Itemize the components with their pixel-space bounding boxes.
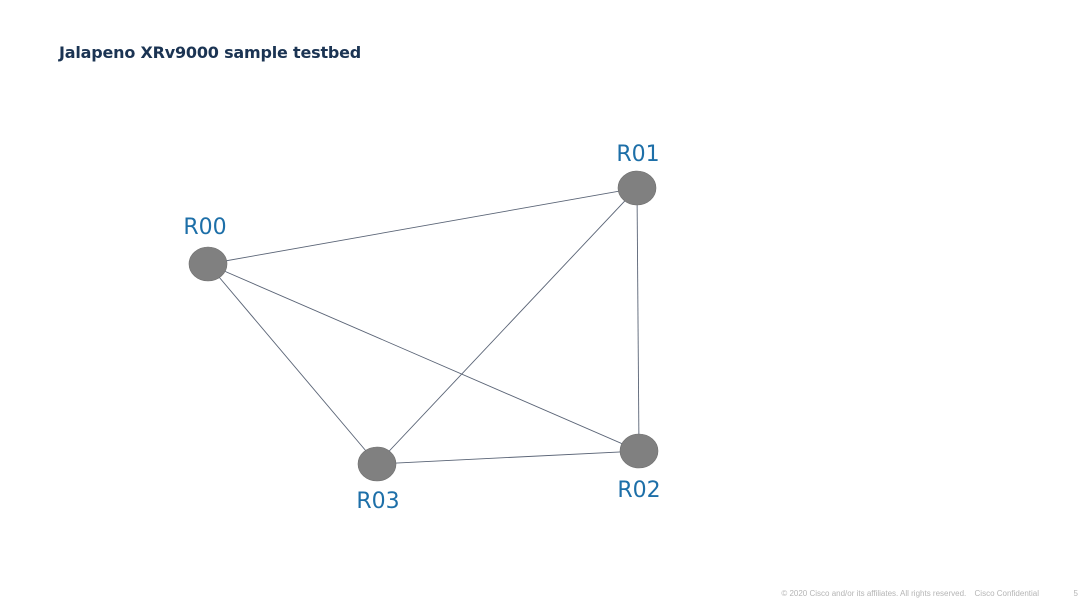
footer: © 2020 Cisco and/or its affiliates. All … <box>775 589 1039 598</box>
router-label-r02: R02 <box>617 478 660 503</box>
link-r01-r03 <box>376 187 638 465</box>
links-layer <box>207 187 640 465</box>
link-r03-r02 <box>376 450 640 465</box>
link-r01-r02 <box>636 187 640 452</box>
router-node-r00[interactable] <box>188 246 228 282</box>
router-node-r03[interactable] <box>357 446 397 482</box>
router-label-r01: R01 <box>616 142 659 167</box>
footer-copyright: © 2020 Cisco and/or its affiliates. All … <box>781 589 967 598</box>
link-r00-r01 <box>207 187 638 265</box>
slide-title: Jalapeno XRv9000 sample testbed <box>59 43 362 62</box>
router-node-r02[interactable] <box>619 433 659 469</box>
footer-confidential: Cisco Confidential <box>974 589 1039 598</box>
router-label-r03: R03 <box>356 489 399 514</box>
router-node-r01[interactable] <box>617 170 657 206</box>
link-r00-r02 <box>207 263 640 452</box>
router-label-r00: R00 <box>183 215 226 240</box>
link-r00-r03 <box>207 263 378 465</box>
page-number: 5 <box>1073 589 1078 598</box>
